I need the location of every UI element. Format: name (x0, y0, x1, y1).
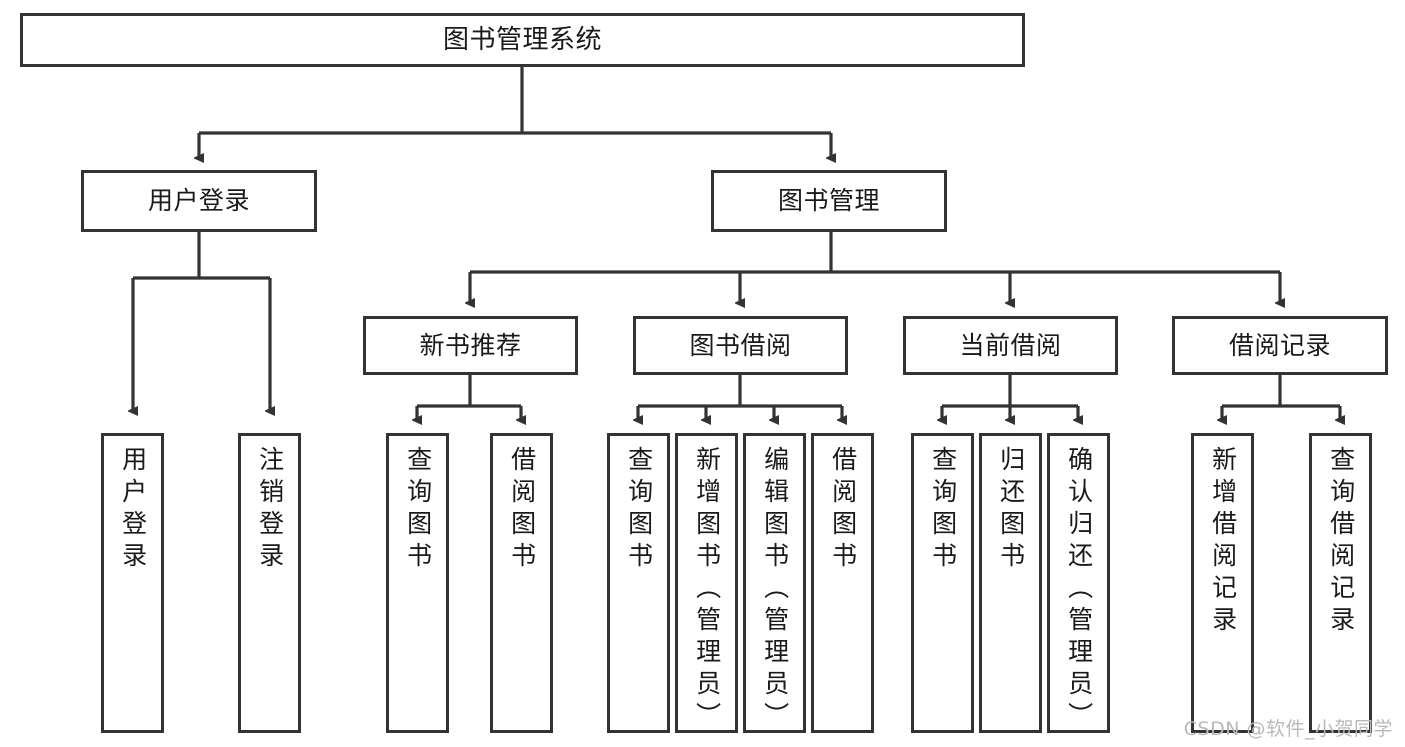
node-label: 图书管理系统 (442, 24, 602, 55)
leaf-edit-book-admin[interactable]: 编辑图书（管理员） (743, 433, 806, 734)
node-label: 查询图书 (403, 446, 433, 574)
node-label: 图书借阅 (689, 330, 792, 360)
leaf-add-borrow-record[interactable]: 新增借阅记录 (1191, 433, 1254, 733)
leaf-borrow-book-rec[interactable]: 借阅图书 (490, 433, 553, 733)
leaf-confirm-return-admin[interactable]: 确认归还（管理员） (1047, 433, 1110, 734)
leaf-logout[interactable]: 注销登录 (238, 433, 301, 733)
csdn-watermark: CSDN @软件_小贺同学 (1183, 718, 1393, 740)
node-label: 用户登录 (118, 446, 148, 574)
node-book-borrowing[interactable]: 图书借阅 (633, 316, 848, 375)
leaf-query-book-current[interactable]: 查询图书 (911, 433, 974, 733)
node-current-borrowing[interactable]: 当前借阅 (903, 316, 1118, 375)
node-label: 确认归还（管理员） (1064, 446, 1094, 734)
node-new-book-recommendation[interactable]: 新书推荐 (363, 316, 578, 375)
node-label: 查询图书 (624, 446, 654, 574)
leaf-query-borrow-record[interactable]: 查询借阅记录 (1309, 433, 1372, 733)
node-label: 查询图书 (928, 446, 958, 574)
node-label: 注销登录 (255, 446, 285, 574)
node-user-login[interactable]: 用户登录 (81, 170, 317, 232)
leaf-add-book-admin[interactable]: 新增图书（管理员） (675, 433, 738, 734)
leaf-borrow-book[interactable]: 借阅图书 (811, 433, 874, 733)
node-label: 归还图书 (996, 446, 1026, 574)
node-label: 借阅记录 (1228, 330, 1331, 360)
node-label: 当前借阅 (959, 330, 1062, 360)
node-label: 编辑图书（管理员） (760, 446, 790, 734)
node-label: 新增图书（管理员） (692, 446, 722, 734)
node-label: 新书推荐 (419, 330, 522, 360)
node-label: 查询借阅记录 (1326, 446, 1356, 638)
leaf-query-book-rec[interactable]: 查询图书 (386, 433, 449, 733)
node-book-management[interactable]: 图书管理 (711, 170, 947, 232)
leaf-user-login[interactable]: 用户登录 (101, 433, 164, 733)
leaf-return-book[interactable]: 归还图书 (979, 433, 1042, 733)
node-borrowing-record[interactable]: 借阅记录 (1172, 316, 1388, 375)
node-label: 图书管理 (777, 186, 880, 216)
node-label: 用户登录 (147, 186, 250, 216)
node-label: 新增借阅记录 (1208, 446, 1238, 638)
node-label: 借阅图书 (507, 446, 537, 574)
node-label: 借阅图书 (828, 446, 858, 574)
node-root-book-management-system[interactable]: 图书管理系统 (20, 13, 1025, 67)
leaf-query-book-borrow[interactable]: 查询图书 (607, 433, 670, 733)
